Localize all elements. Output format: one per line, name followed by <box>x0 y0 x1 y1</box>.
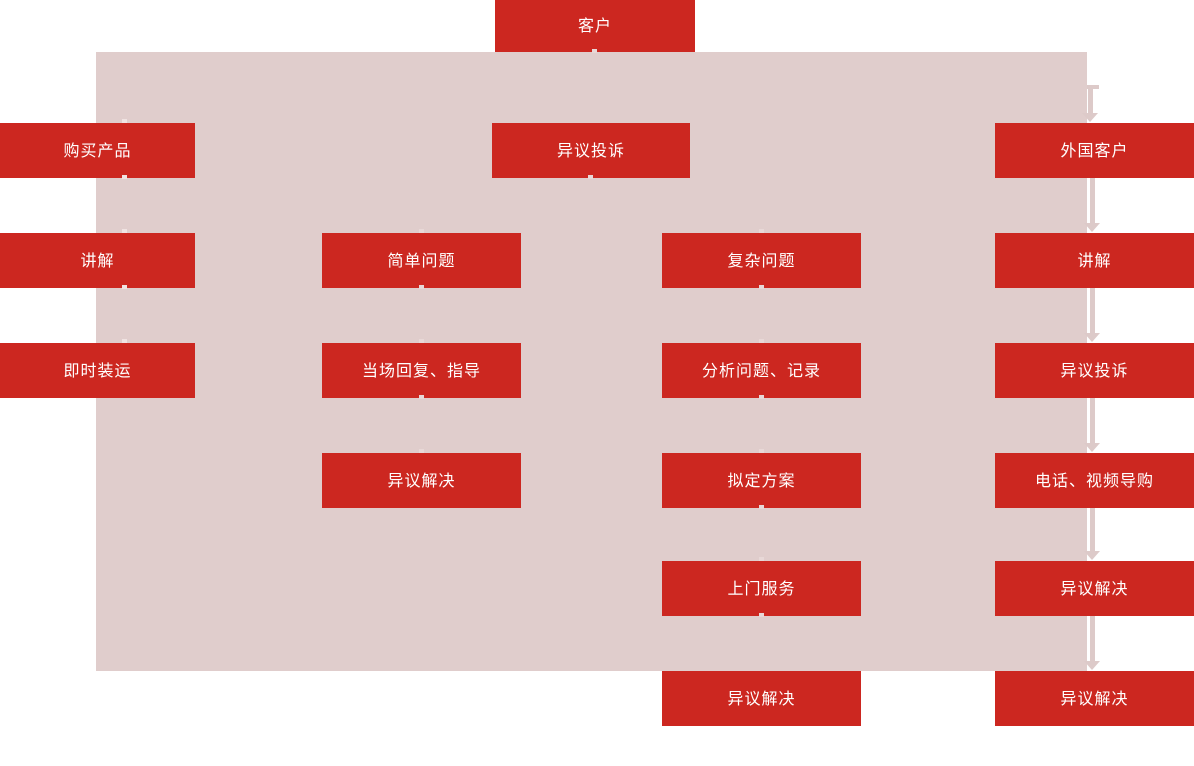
connector-stub-purchase-top <box>122 119 127 123</box>
node-foreign-resolution-lower[interactable]: 异议解决 <box>995 671 1194 726</box>
connector-stub-plan-top <box>759 449 764 453</box>
connector-stub-complaint-bottom <box>588 175 593 179</box>
arrow-line-bracket-foreign <box>1087 85 1099 89</box>
node-draft-plan[interactable]: 拟定方案 <box>662 453 861 508</box>
node-complex-issue[interactable]: 复杂问题 <box>662 233 861 288</box>
connector-stub-plan-bottom <box>759 505 764 509</box>
connector-stub-reply-top <box>419 339 424 343</box>
arrow-head-guide-to-resolution <box>1084 551 1100 560</box>
arrow-line-explain-to-complaint <box>1090 288 1095 335</box>
node-complaint[interactable]: 异议投诉 <box>492 123 690 178</box>
connector-stub-analyze-top <box>759 339 764 343</box>
node-simple-issue[interactable]: 简单问题 <box>322 233 521 288</box>
arrow-line-resolution-to-resolution <box>1090 616 1095 661</box>
arrow-head-complaint-to-guide <box>1084 443 1100 452</box>
node-foreign-explain[interactable]: 讲解 <box>995 233 1194 288</box>
arrow-line-complaint-to-guide <box>1090 398 1095 443</box>
connector-stub-onsite-bottom <box>759 613 764 617</box>
connector-stub-reply-bottom <box>419 395 424 399</box>
arrow-head-explain-to-complaint <box>1084 333 1100 342</box>
node-analyze-record[interactable]: 分析问题、记录 <box>662 343 861 398</box>
arrow-head-to-foreign-customer <box>1082 113 1098 122</box>
connector-stub-simple-top <box>419 229 424 233</box>
arrow-head-resolution-to-resolution <box>1084 661 1100 670</box>
node-simple-resolution[interactable]: 异议解决 <box>322 453 521 508</box>
connector-stub-simple-resolution-top <box>419 449 424 453</box>
node-onsite-service[interactable]: 上门服务 <box>662 561 861 616</box>
arrow-line-to-foreign-customer <box>1088 85 1093 115</box>
node-foreign-customer[interactable]: 外国客户 <box>995 123 1194 178</box>
connector-stub-explain-top <box>122 229 127 233</box>
connector-stub-complex-bottom <box>759 285 764 289</box>
connector-stub-complex-top <box>759 229 764 233</box>
connector-stub-purchase-bottom <box>122 175 127 179</box>
node-immediate-shipping[interactable]: 即时装运 <box>0 343 195 398</box>
node-onsite-reply-guidance[interactable]: 当场回复、指导 <box>322 343 521 398</box>
connector-stub-shipping-top <box>122 339 127 343</box>
node-complex-resolution[interactable]: 异议解决 <box>662 671 861 726</box>
arrow-line-guide-to-resolution <box>1090 508 1095 551</box>
arrow-line-foreign-to-explain <box>1090 178 1095 225</box>
connector-stub-entry <box>592 49 597 53</box>
node-foreign-resolution-upper[interactable]: 异议解决 <box>995 561 1194 616</box>
connector-stub-analyze-bottom <box>759 395 764 399</box>
connector-stub-onsite-top <box>759 557 764 561</box>
node-entry-customer[interactable]: 客户 <box>495 0 695 52</box>
node-foreign-complaint[interactable]: 异议投诉 <box>995 343 1194 398</box>
connector-stub-simple-bottom <box>419 285 424 289</box>
node-phone-video-guide[interactable]: 电话、视频导购 <box>995 453 1194 508</box>
arrow-head-foreign-to-explain <box>1084 223 1100 232</box>
connector-stub-explain-bottom <box>122 285 127 289</box>
node-purchase-product[interactable]: 购买产品 <box>0 123 195 178</box>
node-purchase-explain[interactable]: 讲解 <box>0 233 195 288</box>
